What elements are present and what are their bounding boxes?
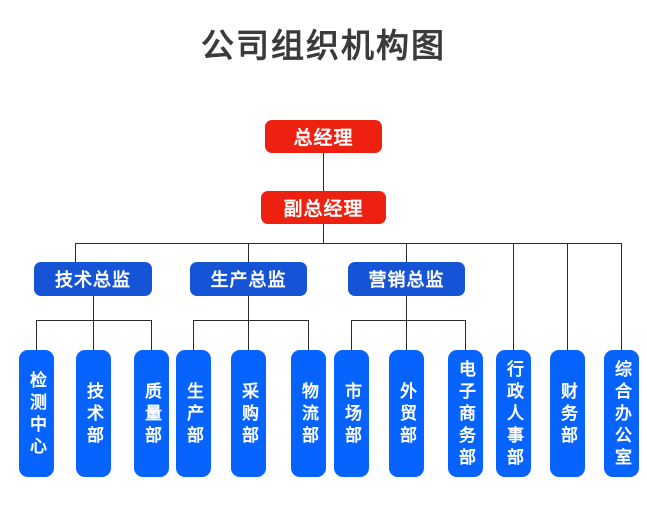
node-department-quality[interactable]: 质量部 (134, 350, 169, 477)
connector-sales-to-dept-2 (406, 320, 407, 350)
connector-gm-to-deputy (323, 153, 324, 191)
connector-bus-to-tech-director (75, 243, 76, 262)
connector-tech-to-dept-2 (93, 320, 94, 350)
connector-bus-to-prod-director (248, 243, 249, 262)
node-department-foreign-trade[interactable]: 外贸部 (389, 350, 424, 477)
connector-main-bus (75, 243, 621, 244)
connector-sales-to-dept-1 (351, 320, 352, 350)
connector-sales-director-drop (406, 296, 407, 320)
node-department-technology[interactable]: 技术部 (76, 350, 111, 477)
node-department-inspection-center[interactable]: 检测中心 (19, 350, 54, 477)
connector-tech-director-drop (93, 296, 94, 320)
connector-sales-to-dept-3 (465, 320, 466, 350)
node-department-procurement[interactable]: 采购部 (231, 350, 266, 477)
connector-tech-to-dept-3 (151, 320, 152, 350)
connector-prod-sub-bus (193, 320, 308, 321)
node-production-director[interactable]: 生产总监 (190, 262, 307, 296)
node-department-finance[interactable]: 财务部 (550, 350, 585, 477)
node-department-market[interactable]: 市场部 (334, 350, 369, 477)
node-department-admin-hr[interactable]: 行政人事部 (496, 350, 531, 477)
connector-prod-to-dept-2 (248, 320, 249, 350)
connector-sales-sub-bus (351, 320, 465, 321)
connector-prod-to-dept-1 (193, 320, 194, 350)
node-department-general-office[interactable]: 综合办公室 (604, 350, 639, 477)
connector-bus-to-sales-director (406, 243, 407, 262)
page-title: 公司组织机构图 (201, 27, 446, 64)
node-deputy-general-manager[interactable]: 副总经理 (261, 191, 386, 224)
connector-prod-director-drop (248, 296, 249, 320)
connector-bus-to-finance-dept (567, 243, 568, 350)
node-technical-director[interactable]: 技术总监 (34, 262, 152, 296)
node-general-manager[interactable]: 总经理 (265, 120, 382, 153)
node-department-logistics[interactable]: 物流部 (291, 350, 326, 477)
node-department-production[interactable]: 生产部 (176, 350, 211, 477)
connector-tech-to-dept-1 (36, 320, 37, 350)
connector-bus-to-hr-dept (513, 243, 514, 350)
node-marketing-director[interactable]: 营销总监 (348, 262, 465, 296)
connector-prod-to-dept-3 (308, 320, 309, 350)
node-department-ecommerce[interactable]: 电子商务部 (448, 350, 483, 477)
connector-bus-to-admin-office (621, 243, 622, 350)
connector-deputy-drop (323, 224, 324, 243)
